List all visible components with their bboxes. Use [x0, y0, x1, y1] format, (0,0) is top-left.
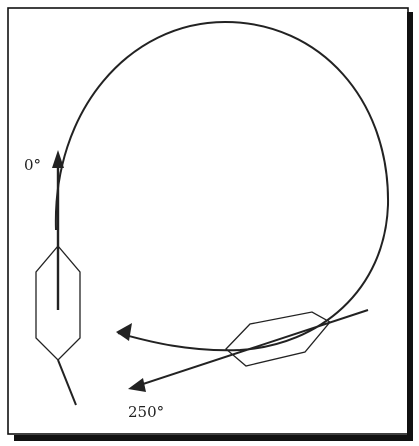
end-heading-label: 250° [128, 403, 164, 421]
start-heading-label: 0° [24, 156, 41, 174]
